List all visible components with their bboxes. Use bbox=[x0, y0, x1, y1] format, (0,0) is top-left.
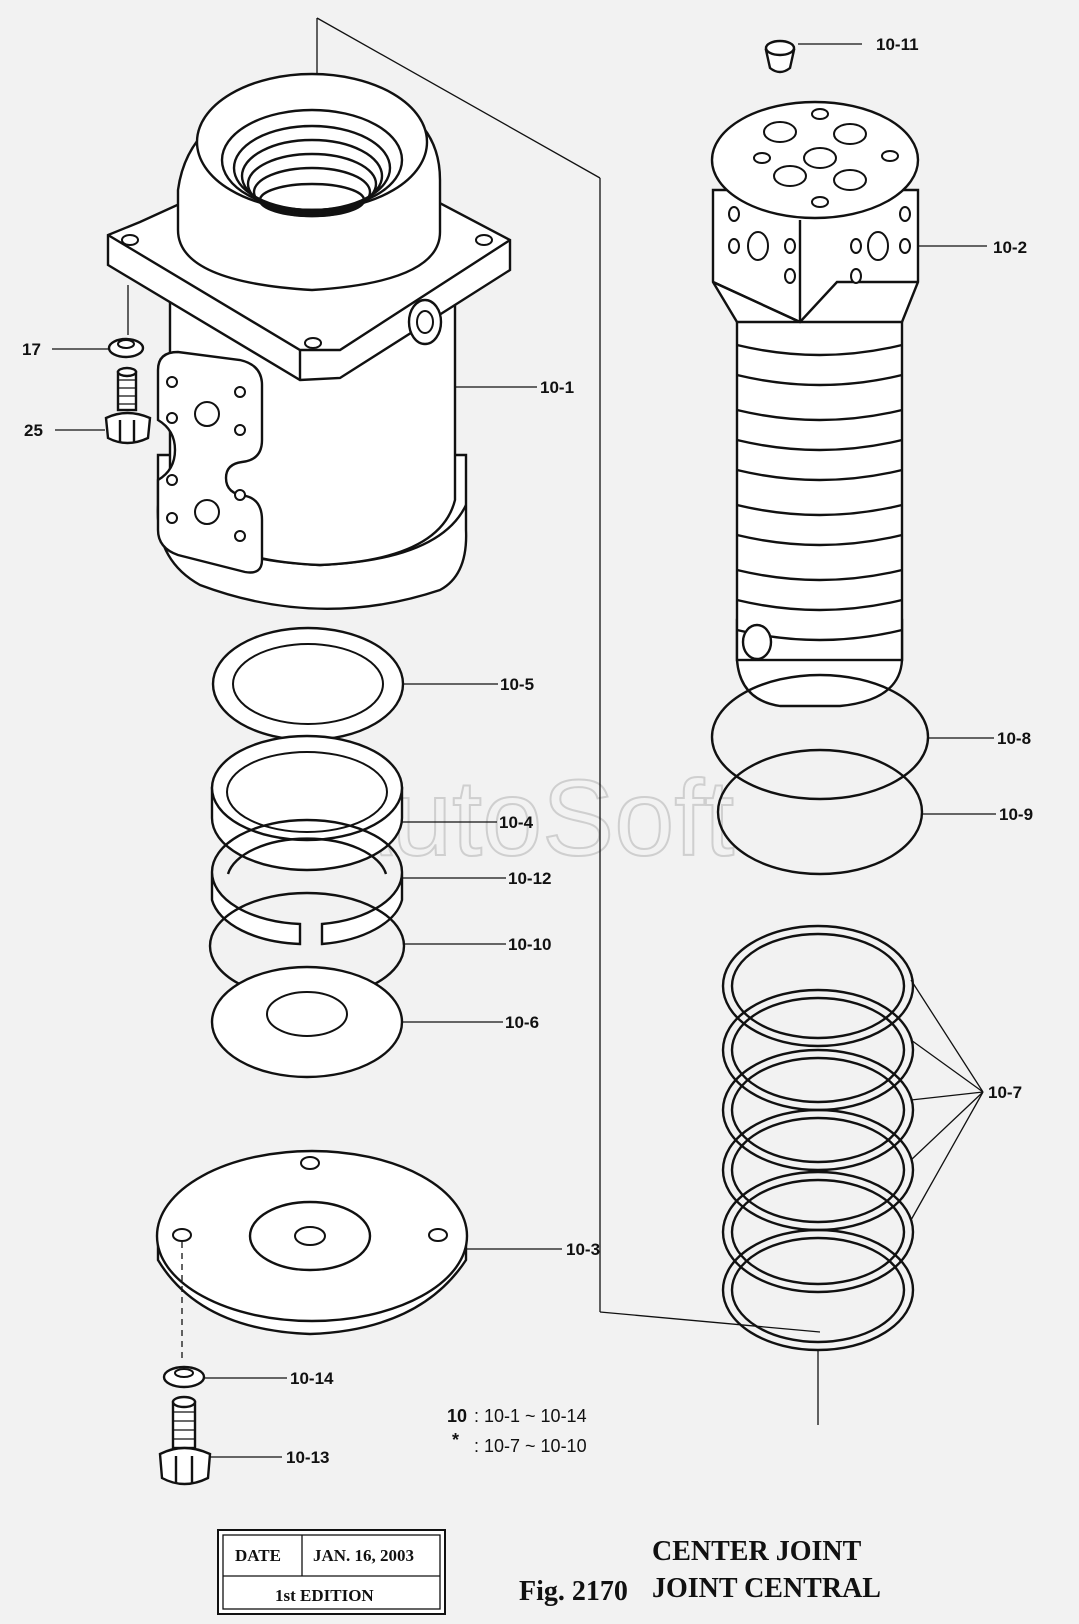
callout-10-11: 10-11 bbox=[876, 35, 919, 54]
callout-10-7: 10-7 bbox=[988, 1083, 1022, 1102]
callout-10-13: 10-13 bbox=[286, 1448, 329, 1467]
leader-lines bbox=[52, 43, 996, 1458]
assembly-frame bbox=[316, 17, 821, 1333]
callout-10-6: 10-6 bbox=[505, 1013, 539, 1032]
edition-label: 1st EDITION bbox=[275, 1586, 374, 1605]
title-fr: JOINT CENTRAL bbox=[652, 1573, 881, 1604]
kit-notes: 10 : 10-1 ~ 10-14 * : 10-7 ~ 10-10 bbox=[447, 1406, 587, 1456]
figure-number: Fig. 2170 bbox=[519, 1576, 628, 1607]
part-10-3-cover bbox=[155, 1149, 469, 1360]
note-key-star: * bbox=[452, 1430, 459, 1450]
part-10-8-oring bbox=[710, 673, 930, 801]
callout-10-4: 10-4 bbox=[499, 813, 534, 832]
callout-10-2: 10-2 bbox=[993, 238, 1027, 257]
part-10-13-bolt bbox=[158, 1395, 212, 1486]
part-10-2-spindle bbox=[710, 100, 920, 708]
note-value-star: : 10-7 ~ 10-10 bbox=[474, 1436, 587, 1456]
part-25-bolt bbox=[104, 366, 152, 445]
part-10-1-body bbox=[106, 72, 512, 610]
note-value-10: : 10-1 ~ 10-14 bbox=[474, 1406, 587, 1426]
callout-17: 17 bbox=[22, 340, 41, 359]
callout-10-9: 10-9 bbox=[999, 805, 1033, 824]
callout-10-12: 10-12 bbox=[508, 869, 551, 888]
part-10-4-ring bbox=[210, 734, 404, 872]
date-value: JAN. 16, 2003 bbox=[313, 1546, 414, 1565]
part-10-9-oring bbox=[716, 748, 924, 876]
callout-10-1: 10-1 bbox=[540, 378, 574, 397]
part-10-14-washer bbox=[162, 1365, 206, 1389]
callout-10-14: 10-14 bbox=[290, 1369, 334, 1388]
callout-10-5: 10-5 bbox=[500, 675, 534, 694]
part-10-6-washer bbox=[210, 965, 404, 1079]
callout-labels: 10-11 10-2 17 10-1 25 10-5 10-8 10-9 10-… bbox=[22, 35, 1033, 1467]
date-label: DATE bbox=[235, 1546, 281, 1565]
callout-10-10: 10-10 bbox=[508, 935, 551, 954]
callout-10-8: 10-8 bbox=[997, 729, 1031, 748]
date-box: DATE JAN. 16, 2003 1st EDITION bbox=[217, 1529, 446, 1615]
part-10-5-ring bbox=[211, 626, 405, 742]
part-10-7-seals bbox=[721, 924, 915, 1425]
callout-10-3: 10-3 bbox=[566, 1240, 600, 1259]
figure-title: Fig. 2170 CENTER JOINT JOINT CENTRAL bbox=[519, 1536, 881, 1607]
callout-25: 25 bbox=[24, 421, 43, 440]
title-en: CENTER JOINT bbox=[652, 1536, 862, 1567]
note-key-10: 10 bbox=[447, 1406, 467, 1426]
part-17-washer bbox=[107, 285, 145, 359]
part-10-11-plug bbox=[764, 39, 796, 74]
